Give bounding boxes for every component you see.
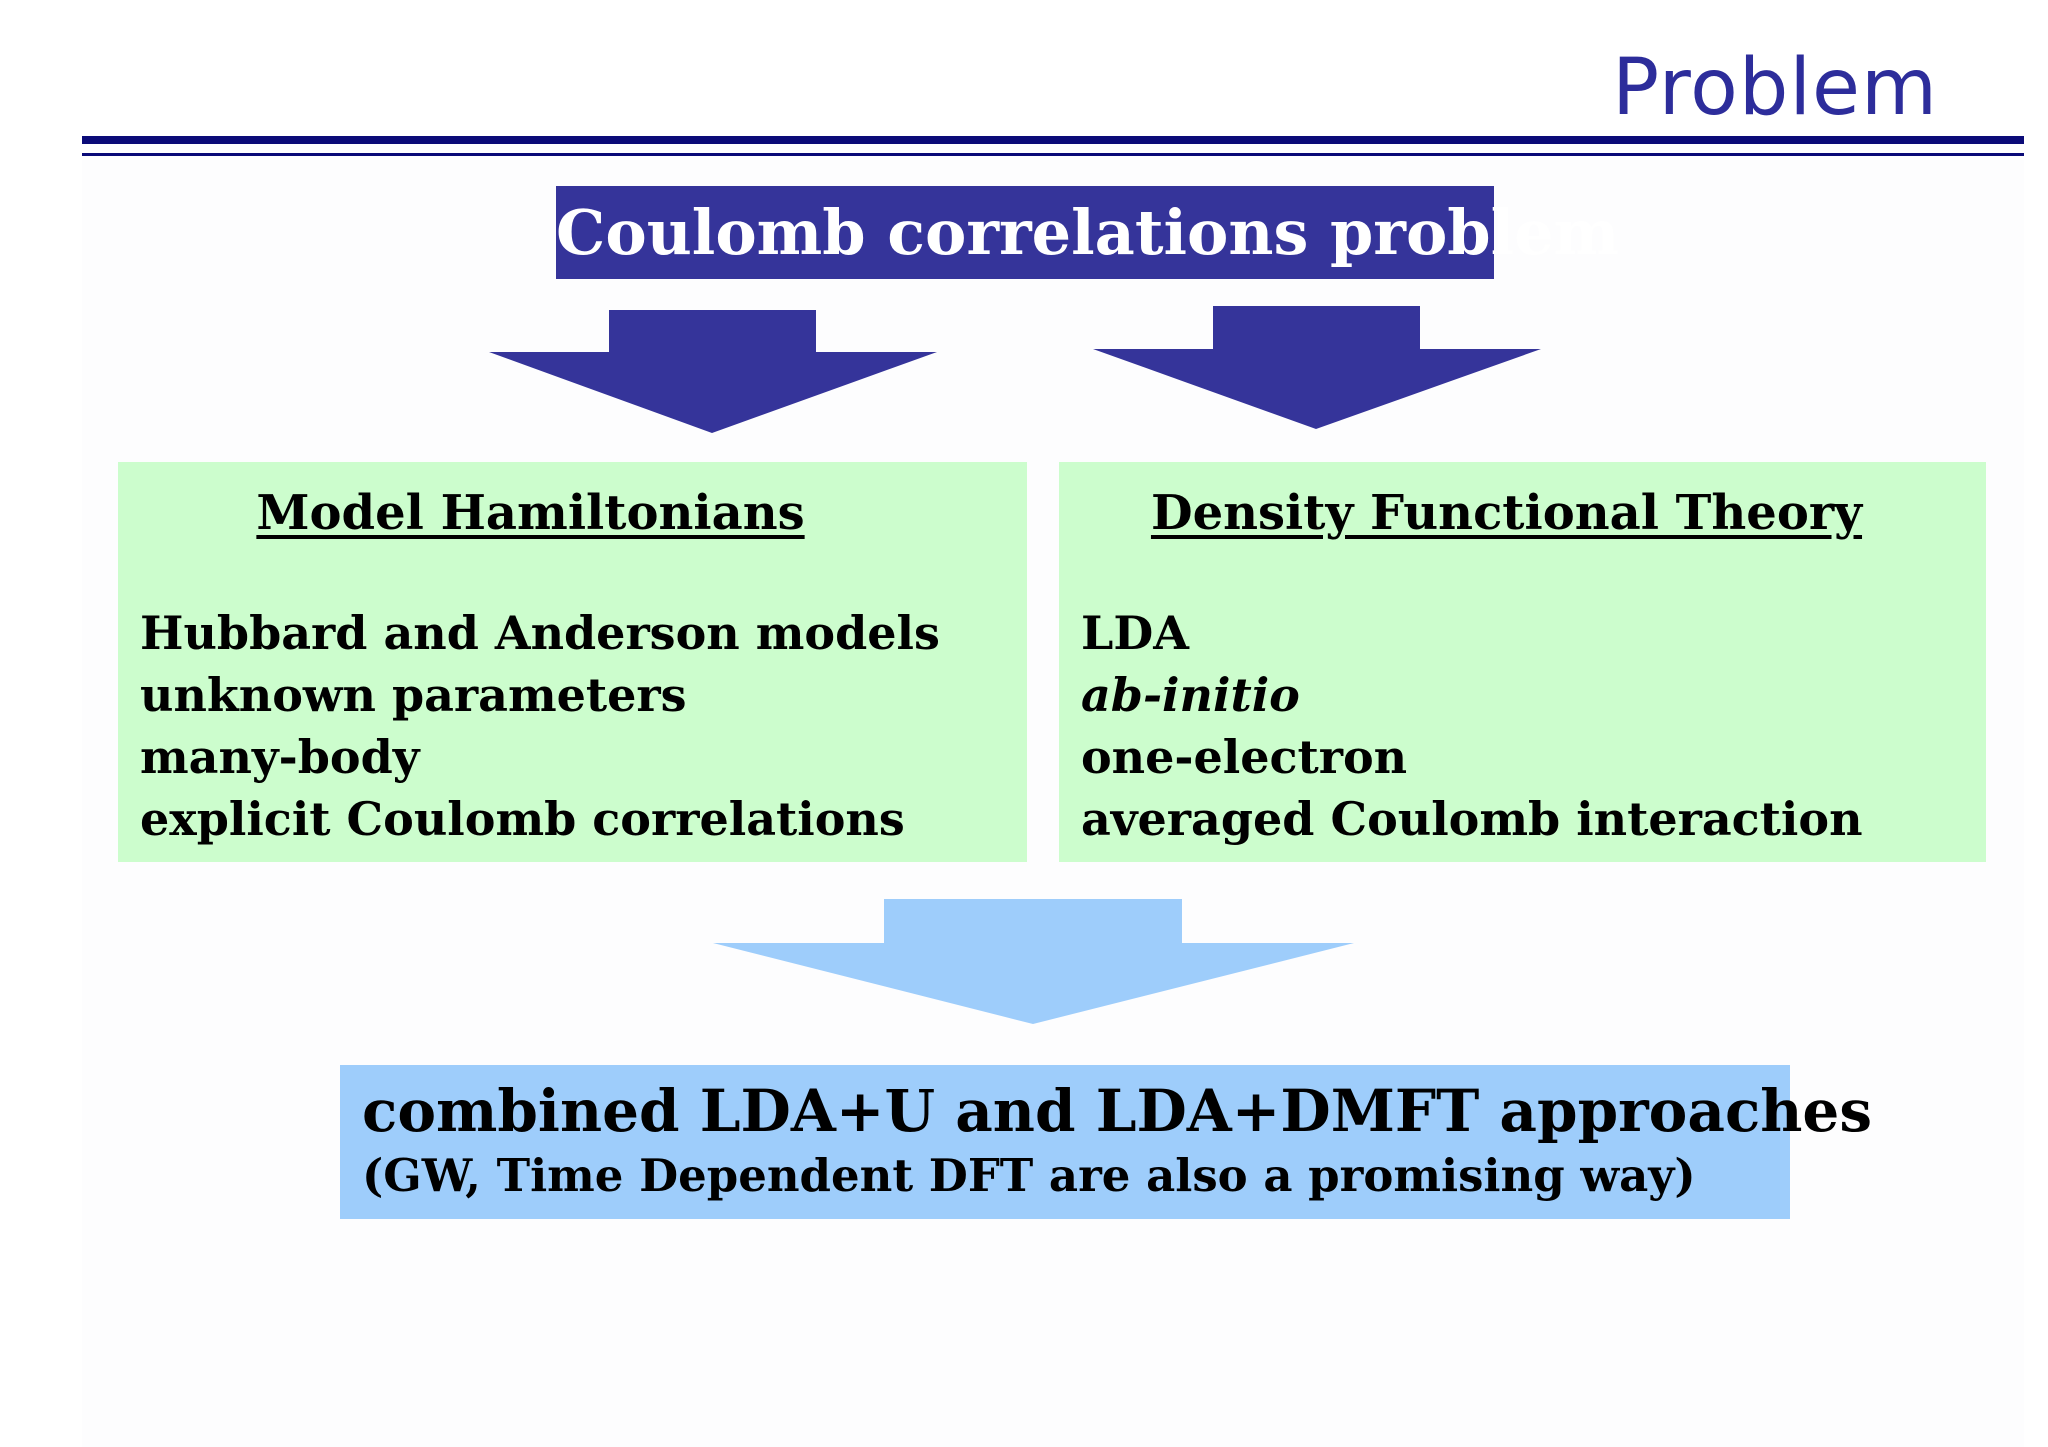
list-item: many-body xyxy=(140,730,420,784)
alternative-approaches-text: (GW, Time Dependent DFT are also a promi… xyxy=(362,1149,1696,1202)
model-hamiltonians-list: Hubbard and Anderson models unknown para… xyxy=(140,602,940,850)
combined-approaches-box: combined LDA+U and LDA+DMFT approaches (… xyxy=(340,1065,1872,1219)
list-item: explicit Coulomb correlations xyxy=(140,792,905,846)
model-hamiltonians-panel: Model Hamiltonians Hubbard and Anderson … xyxy=(118,462,1027,862)
density-functional-theory-list: LDA ab-initio one-electron averaged Coul… xyxy=(1081,602,1863,850)
left-down-arrow xyxy=(489,310,937,433)
right-down-arrow xyxy=(1093,306,1541,429)
result-down-arrow xyxy=(713,899,1354,1024)
title-rule-thick xyxy=(82,136,2024,144)
density-functional-theory-heading: Density Functional Theory xyxy=(1150,485,1863,541)
list-item: one-electron xyxy=(1081,730,1408,784)
model-hamiltonians-heading: Model Hamiltonians xyxy=(256,485,805,541)
title-rule-thin xyxy=(82,153,2024,156)
list-item: averaged Coulomb interaction xyxy=(1081,792,1863,846)
list-item: Hubbard and Anderson models xyxy=(140,606,940,660)
density-functional-theory-panel: Density Functional Theory LDA ab-initio … xyxy=(1059,462,1986,862)
list-item: unknown parameters xyxy=(140,668,687,722)
list-item: LDA xyxy=(1081,606,1189,660)
slide-title: Problem xyxy=(1612,43,1938,133)
combined-approaches-text: combined LDA+U and LDA+DMFT approaches xyxy=(362,1077,1872,1145)
problem-banner: Coulomb correlations problem xyxy=(556,186,1619,279)
list-item: ab-initio xyxy=(1081,668,1300,722)
